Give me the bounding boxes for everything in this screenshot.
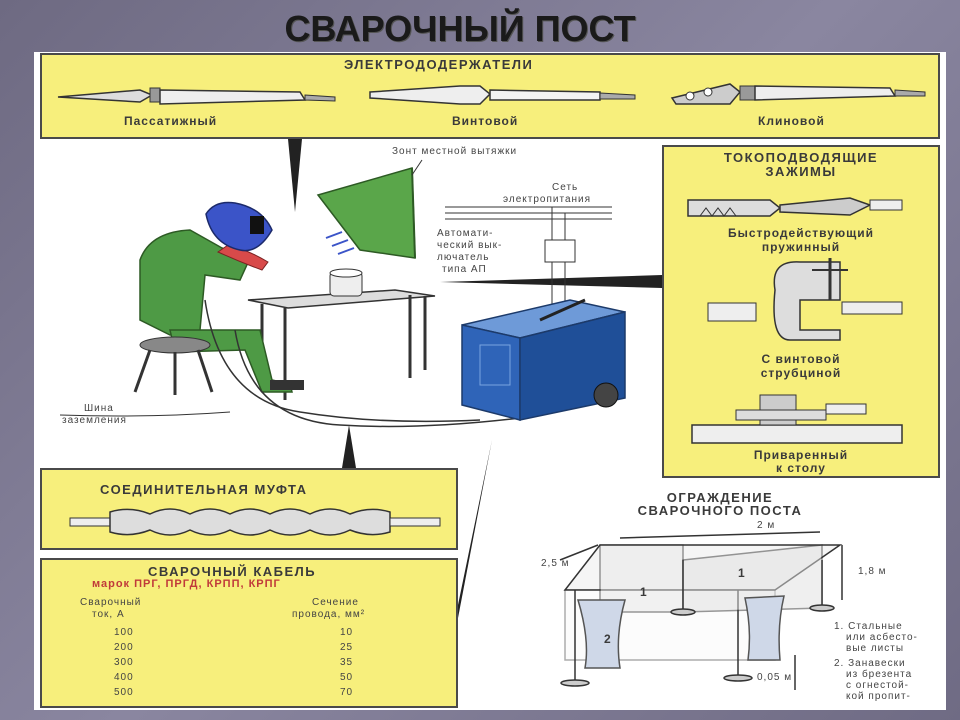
holder-wedge-icon bbox=[670, 83, 926, 105]
breaker-label-line4: типа АП bbox=[442, 264, 487, 275]
cable-col1-line2: ток, А bbox=[92, 609, 125, 620]
holder-pliers-icon bbox=[57, 87, 336, 105]
cable-brands: марок ПРГ, ПРГД, КРПП, КРПГ bbox=[92, 578, 281, 590]
coupling-heading: СОЕДИНИТЕЛЬНАЯ МУФТА bbox=[100, 482, 308, 497]
clamp-screw-label-line1: С винтовой bbox=[761, 352, 841, 366]
cable-coupling-icon bbox=[69, 508, 441, 536]
connector-wedge-coupling bbox=[342, 425, 356, 468]
holder-label-screw: Винтовой bbox=[452, 114, 519, 128]
fence-note2-line1: 2. Занавески bbox=[834, 658, 906, 669]
clamp-spring-label-line1: Быстродействующий bbox=[727, 226, 875, 240]
clamps-heading-line1: ТОКОПОДВОДЯЩИЕ bbox=[723, 150, 879, 165]
cable-row4-current: 400 bbox=[114, 672, 134, 683]
breaker-label-line2: ческий вык- bbox=[437, 240, 503, 251]
fence-marker-1b: 1 bbox=[738, 566, 746, 580]
fence-heading-line2: СВАРОЧНОГО ПОСТА bbox=[637, 503, 803, 518]
welding-cable bbox=[204, 299, 481, 423]
holder-screw-icon bbox=[369, 85, 636, 105]
holders-heading: ЭЛЕКТРОДОДЕРЖАТЕЛИ bbox=[344, 57, 534, 72]
cable-row2-section: 25 bbox=[340, 642, 354, 653]
fence-height: 1,8 м bbox=[858, 566, 887, 577]
network-label-line1: Сеть bbox=[552, 182, 579, 193]
ground-label-line1: Шина bbox=[84, 403, 114, 414]
clamp-screw-label-line2: струбциной bbox=[760, 366, 842, 380]
cable-row3-current: 300 bbox=[114, 657, 134, 668]
cable-col1-line1: Сварочный bbox=[80, 597, 142, 608]
cable-row1-current: 100 bbox=[114, 627, 134, 638]
clamp-welded-label-line2: к столу bbox=[776, 461, 826, 475]
clamp-welded-label-line1: Приваренный bbox=[753, 448, 849, 462]
ground-label-line2: заземления bbox=[62, 415, 127, 426]
page-title: СВАРОЧНЫЙ ПОСТ bbox=[284, 8, 636, 49]
welding-machine-icon bbox=[461, 298, 626, 421]
holder-label-pliers: Пассатижный bbox=[124, 114, 218, 128]
connector-wedge-holders bbox=[288, 139, 302, 212]
fence-width: 2 м bbox=[757, 520, 776, 531]
hood-label: Зонт местной вытяжки bbox=[392, 146, 518, 157]
cable-panel bbox=[40, 558, 458, 708]
cable-heading: СВАРОЧНЫЙ КАБЕЛЬ bbox=[148, 564, 317, 579]
network-label-line2: электропитания bbox=[503, 194, 592, 205]
clamp-welded-icon bbox=[691, 394, 903, 444]
fence-note1-line2: или асбесто- bbox=[846, 632, 918, 643]
fence-note2-line4: кой пропит- bbox=[846, 691, 911, 702]
welder-figure bbox=[133, 201, 304, 395]
exhaust-hood-icon bbox=[316, 159, 423, 259]
fence-note2-line3: с огнестой- bbox=[846, 680, 910, 691]
cable-row5-current: 500 bbox=[114, 687, 134, 698]
breaker-label-line1: Автомати- bbox=[437, 228, 494, 239]
fence-enclosure-icon bbox=[559, 531, 843, 690]
cable-row1-section: 10 bbox=[340, 627, 354, 638]
fence-length: 2,5 м bbox=[541, 558, 570, 569]
fence-note1-line3: вые листы bbox=[846, 643, 905, 654]
clamp-spring-icon bbox=[687, 197, 903, 217]
ground-bus-line bbox=[59, 411, 231, 417]
fence-gap: 0,05 м bbox=[757, 672, 793, 683]
cable-row5-section: 70 bbox=[340, 687, 354, 698]
clamp-spring-label-line2: пружинный bbox=[761, 240, 841, 254]
fence-note2-line2: из брезента bbox=[846, 669, 913, 680]
breaker-label-line3: лючатель bbox=[437, 252, 490, 263]
clamp-screw-icon bbox=[707, 258, 903, 341]
cable-row3-section: 35 bbox=[340, 657, 354, 668]
connector-wedge-cable bbox=[458, 440, 492, 618]
holder-label-wedge: Клиновой bbox=[758, 114, 825, 128]
fence-heading-line1: ОГРАЖДЕНИЕ bbox=[666, 490, 774, 505]
cable-row4-section: 50 bbox=[340, 672, 354, 683]
fence-marker-2: 2 bbox=[604, 632, 612, 646]
connector-wedge-clamps bbox=[440, 275, 662, 288]
ground-cable bbox=[234, 329, 521, 428]
fence-note1-line1: 1. Стальные bbox=[834, 621, 903, 632]
cable-col2-line2: провода, мм² bbox=[292, 609, 366, 620]
cable-row2-current: 200 bbox=[114, 642, 134, 653]
cable-col2-line1: Сечение bbox=[312, 597, 359, 608]
clamps-heading-line2: ЗАЖИМЫ bbox=[765, 164, 837, 179]
fence-marker-1a: 1 bbox=[640, 585, 648, 599]
